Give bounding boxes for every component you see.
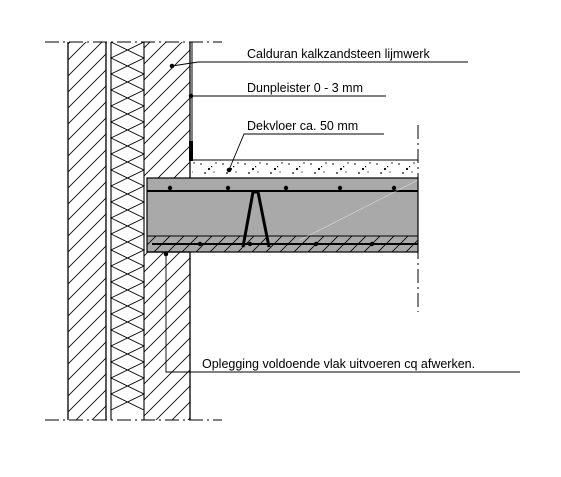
label-bearing-note: Oplegging voldoende vlak uitvoeren cq af…	[202, 357, 475, 371]
label-screed: Dekvloer ca. 50 mm	[247, 119, 358, 133]
floor-slab	[146, 177, 419, 253]
break-lines	[45, 41, 419, 421]
screed-layer	[192, 159, 418, 178]
cavity-insulation	[109, 41, 146, 420]
label-wall-material: Calduran kalkzandsteen lijmwerk	[247, 47, 430, 61]
thin-plaster-layer	[189, 42, 193, 161]
label-plaster: Dunpleister 0 - 3 mm	[247, 81, 363, 95]
leader-lines	[163, 61, 520, 373]
outer-wall-leaf	[67, 42, 107, 420]
